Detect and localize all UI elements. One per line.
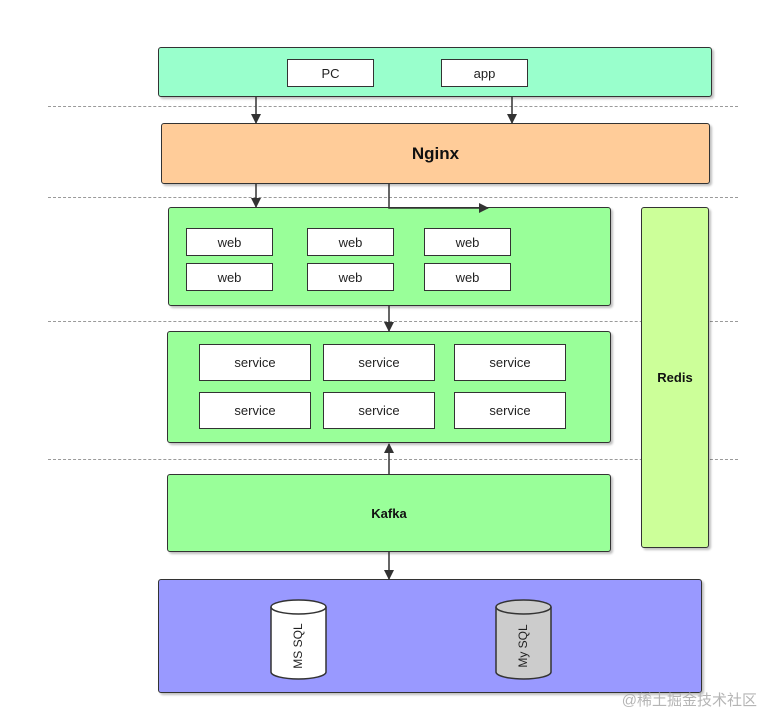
web-node: web [307, 263, 394, 291]
kafka-layer: Kafka [167, 474, 611, 552]
web-node: web [307, 228, 394, 256]
service-node: service [454, 344, 566, 381]
service-node: service [323, 392, 435, 429]
web-node: web [424, 263, 511, 291]
service-node: service [199, 344, 311, 381]
nginx-layer: Nginx [161, 123, 710, 184]
service-layer: service service service service service … [167, 331, 611, 443]
web-node: web [186, 228, 273, 256]
arrow-nginx-to-web-right [388, 184, 489, 213]
database-layer [158, 579, 702, 693]
pc-client-box: PC [287, 59, 374, 87]
web-node: web [186, 263, 273, 291]
service-node: service [323, 344, 435, 381]
redis-box: Redis [641, 207, 709, 548]
separator-line [48, 106, 738, 107]
separator-line [48, 321, 738, 322]
mssql-cylinder [270, 599, 327, 680]
watermark-text: @稀土掘金技术社区 [621, 692, 757, 709]
app-client-box: app [441, 59, 528, 87]
service-node: service [199, 392, 311, 429]
service-node: service [454, 392, 566, 429]
web-layer: web web web web web web [168, 207, 611, 306]
separator-line [48, 197, 738, 198]
client-layer: PC app [158, 47, 712, 97]
mysql-cylinder [495, 599, 552, 680]
web-node: web [424, 228, 511, 256]
separator-line [48, 459, 738, 460]
